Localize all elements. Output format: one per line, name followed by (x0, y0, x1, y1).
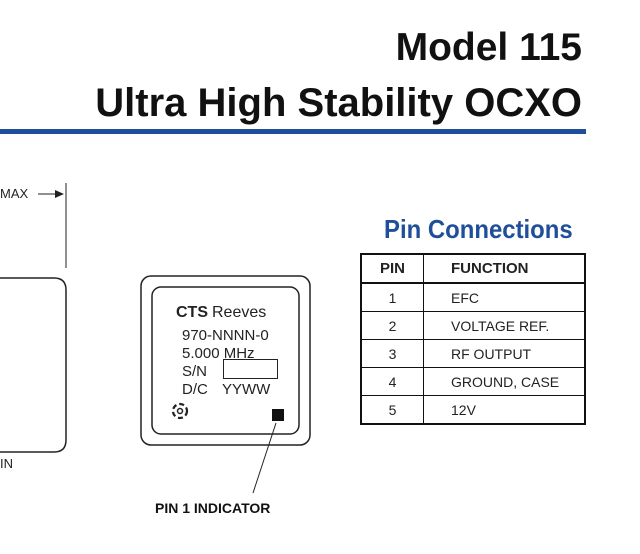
package-outer-outline (140, 275, 311, 446)
pin-number: 2 (361, 311, 424, 340)
serial-label: S/N (182, 363, 208, 380)
column-header-function: FUNCTION (423, 254, 585, 284)
pin-connections-table: PIN FUNCTION 1 EFC 2 VOLTAGE REF. 3 RF O… (360, 253, 586, 425)
product-title: Ultra High Stability OCXO (95, 81, 582, 125)
table-header-row: PIN FUNCTION (361, 254, 585, 284)
pin-function: EFC (423, 282, 585, 312)
max-dimension-label: MAX (0, 186, 29, 201)
pin-number: 1 (361, 282, 424, 312)
pin-function: RF OUTPUT (423, 339, 585, 368)
date-code-value: YYWW (222, 381, 271, 398)
brand-reeves: Reeves (212, 304, 267, 321)
table-row: 2 VOLTAGE REF. (361, 311, 585, 340)
side-view-outline (0, 277, 67, 453)
pin-function: VOLTAGE REF. (423, 311, 585, 340)
part-number: 970-NNNN-0 (182, 327, 269, 344)
serial-number-box (223, 359, 278, 379)
min-dimension-label: IN (0, 456, 13, 471)
pin-indicator-label: PIN 1 INDICATOR (155, 500, 271, 516)
model-title: Model 115 (395, 26, 582, 69)
table-row: 3 RF OUTPUT (361, 339, 585, 368)
pin-1-indicator-mark (272, 409, 284, 421)
pin-connections-heading: Pin Connections (384, 214, 573, 244)
max-arrow-head (55, 190, 64, 198)
pin-function: 12V (423, 395, 585, 424)
table-row: 1 EFC (361, 282, 585, 312)
brand-cts: CTS (176, 304, 208, 321)
title-divider (0, 129, 586, 134)
column-header-pin: PIN (361, 254, 424, 284)
pin-number: 4 (361, 367, 424, 396)
date-code: D/C YYWW (182, 381, 270, 398)
date-code-label: D/C (182, 381, 208, 398)
pin-indicator-leader-line (252, 422, 277, 494)
pin-function: GROUND, CASE (423, 367, 585, 396)
pin-number: 3 (361, 339, 424, 368)
table-row: 4 GROUND, CASE (361, 367, 585, 396)
package-inner-outline (151, 286, 300, 435)
table-row: 5 12V (361, 395, 585, 424)
cts-logo-icon (171, 402, 189, 420)
frequency: 5.000 MHz (182, 345, 255, 362)
pin-number: 5 (361, 395, 424, 424)
